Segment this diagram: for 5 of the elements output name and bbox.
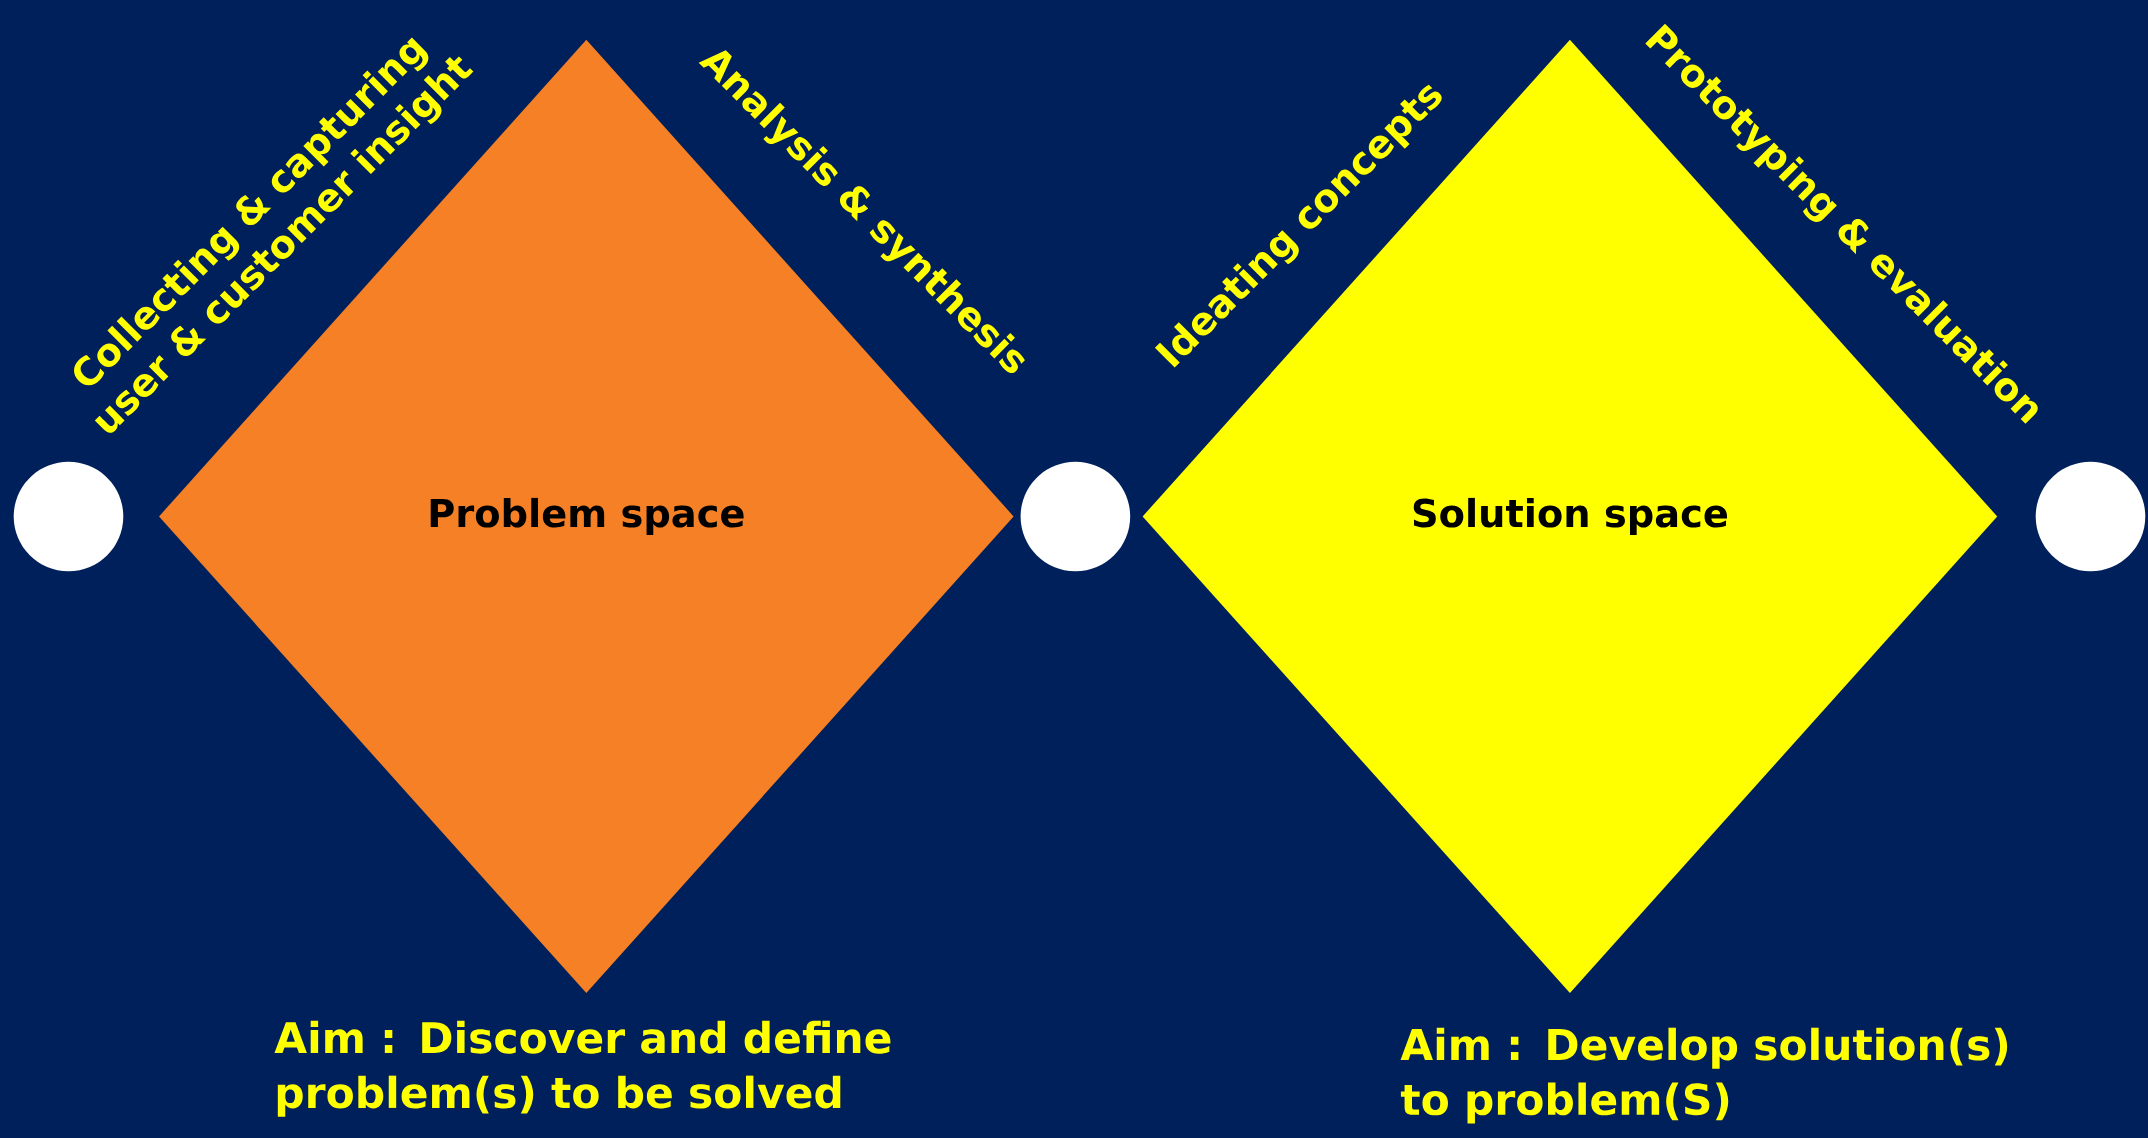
aim-text: Aim : Develop solution(s) to problem(S)	[1400, 1027, 2008, 1124]
circle	[13, 461, 124, 572]
circle	[2035, 461, 2146, 572]
circle	[1020, 461, 1131, 572]
aim-text: Aim : Discover and define problem(s) to be solved	[274, 1020, 891, 1117]
